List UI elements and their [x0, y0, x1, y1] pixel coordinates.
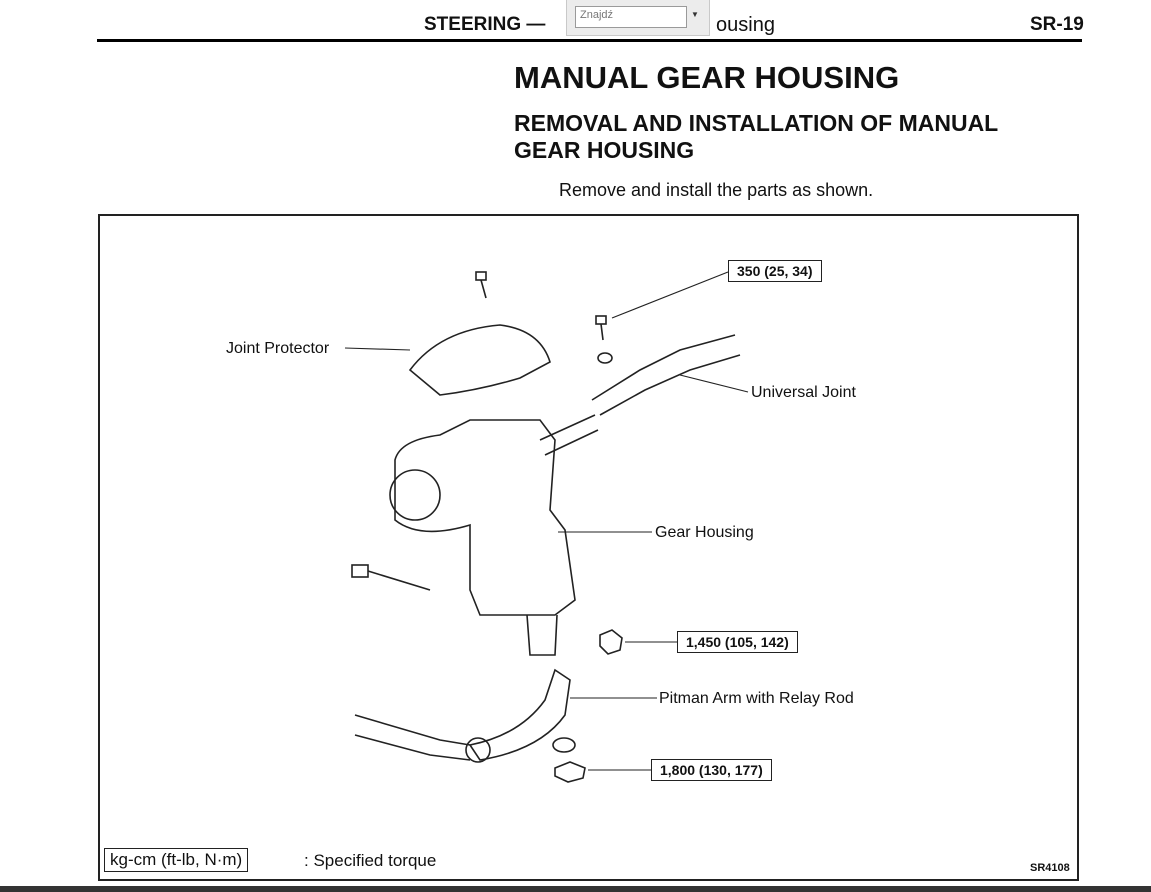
dropdown-arrow-icon[interactable]: ▼: [691, 10, 699, 19]
torque-spec: 350 (25, 34): [728, 260, 822, 282]
torque-spec: 1,450 (105, 142): [677, 631, 798, 653]
washer-icon: [552, 737, 576, 753]
torque-legend-unit: kg-cm (ft-lb, N·m): [104, 848, 249, 872]
universal-joint-part: [591, 334, 741, 416]
relay-rod-part: [354, 714, 471, 761]
instruction: Remove and install the parts as shown.: [559, 180, 874, 200]
figure-code: SR4108: [1030, 862, 1070, 874]
bolt-icon: [595, 315, 607, 341]
label-joint-protector: Joint Protector: [226, 340, 330, 357]
section-title: REMOVAL AND INSTALLATION OF MANUAL GEAR …: [514, 110, 998, 163]
long-bolt-icon: [351, 564, 431, 591]
torque-spec: 1,800 (130, 177): [651, 759, 772, 781]
joint-protector-part: [408, 324, 551, 396]
page-number: SR-19: [1030, 14, 1084, 35]
label-gear-housing: Gear Housing: [655, 524, 754, 541]
header-section: STEERING —: [424, 14, 546, 35]
label-pitman-arm: Pitman Arm with Relay Rod: [659, 690, 854, 707]
find-toolbar: Znajdź ▼: [566, 0, 710, 36]
nut-icon: [599, 629, 623, 655]
bolt-icon: [475, 271, 487, 299]
gear-housing-part: [394, 419, 576, 616]
label-universal-joint: Universal Joint: [751, 384, 856, 401]
shaft-part: [539, 414, 599, 456]
torque-legend-text: : Specified torque: [304, 851, 437, 870]
washer-icon: [597, 352, 613, 364]
bottom-bar: [0, 886, 1151, 892]
spline-part: [526, 614, 558, 656]
header-rule: [97, 39, 1082, 42]
diagram-frame: [98, 214, 1079, 881]
header-title: ousing: [716, 14, 775, 36]
find-input[interactable]: Znajdź: [575, 6, 687, 28]
page-title: MANUAL GEAR HOUSING: [514, 60, 900, 95]
nut-icon: [554, 761, 586, 783]
pitman-arm-part: [468, 668, 571, 761]
